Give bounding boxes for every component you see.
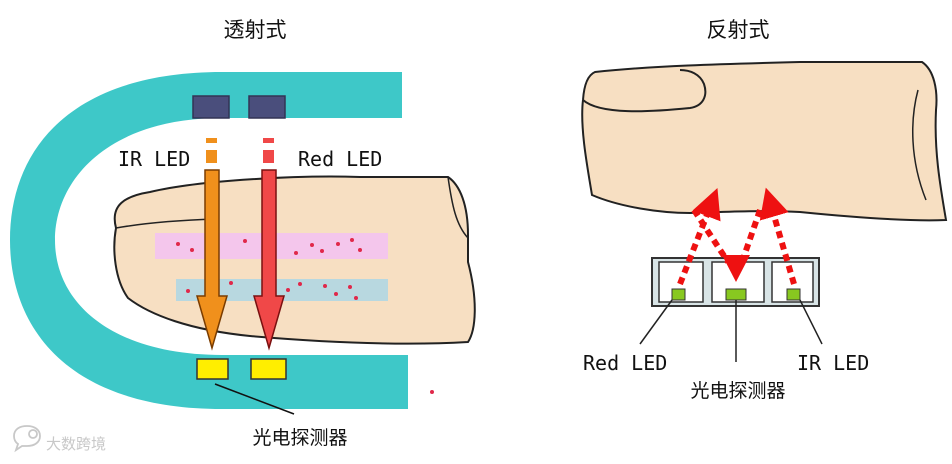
red-led-leader <box>639 299 673 345</box>
photodetector-left <box>196 358 229 380</box>
finger-clip <box>10 72 408 409</box>
fingertip-pad <box>582 69 707 113</box>
reflective-photodetector <box>725 288 747 301</box>
ir-light-arrow <box>196 169 228 351</box>
ir-led-label: IR LED <box>118 147 190 171</box>
reflective-ir-led-label: IR LED <box>797 351 869 375</box>
photodetector-right <box>250 358 287 380</box>
chat-bubble-icon <box>13 425 41 453</box>
ir-led-leader <box>799 299 823 345</box>
detector-leader-line <box>214 383 295 415</box>
reflective-panel: 反射式 Red LED IR LED 光电探测器 <box>581 18 948 402</box>
ir-led-chip-small <box>206 138 217 143</box>
transmissive-panel: 透射式 IR LED Red LED <box>10 18 476 449</box>
emit-arrow-right <box>759 187 797 285</box>
led-pad-left <box>192 95 230 119</box>
transmissive-title: 透射式 <box>224 18 287 42</box>
watermark: 大数跨境 <box>13 425 106 453</box>
red-led-chip-small <box>263 138 274 143</box>
reflection-arrows <box>677 187 797 286</box>
red-led-chip <box>263 150 274 163</box>
red-light-arrow <box>253 169 285 351</box>
received-arrowhead <box>722 255 750 282</box>
finger-transmissive <box>113 175 476 345</box>
finger-reflective <box>581 61 948 222</box>
ir-led-chip <box>206 150 217 163</box>
led-pad-right <box>248 95 286 119</box>
red-led-label: Red LED <box>298 147 382 171</box>
reflective-ir-led <box>786 288 801 301</box>
finger-nail-line <box>447 176 469 239</box>
return-arrow-right <box>739 209 763 263</box>
reflective-title: 反射式 <box>707 18 770 42</box>
emit-arrow-left <box>677 188 721 286</box>
reflective-detector-label: 光电探测器 <box>690 380 785 402</box>
reflective-red-led-label: Red LED <box>583 351 667 375</box>
reflective-red-led <box>671 288 686 301</box>
return-arrow-left <box>691 208 731 264</box>
finger-joint-line <box>912 89 927 201</box>
transmissive-detector-label: 光电探测器 <box>252 427 347 449</box>
blood-dots <box>176 238 434 394</box>
watermark-text: 大数跨境 <box>46 435 106 453</box>
